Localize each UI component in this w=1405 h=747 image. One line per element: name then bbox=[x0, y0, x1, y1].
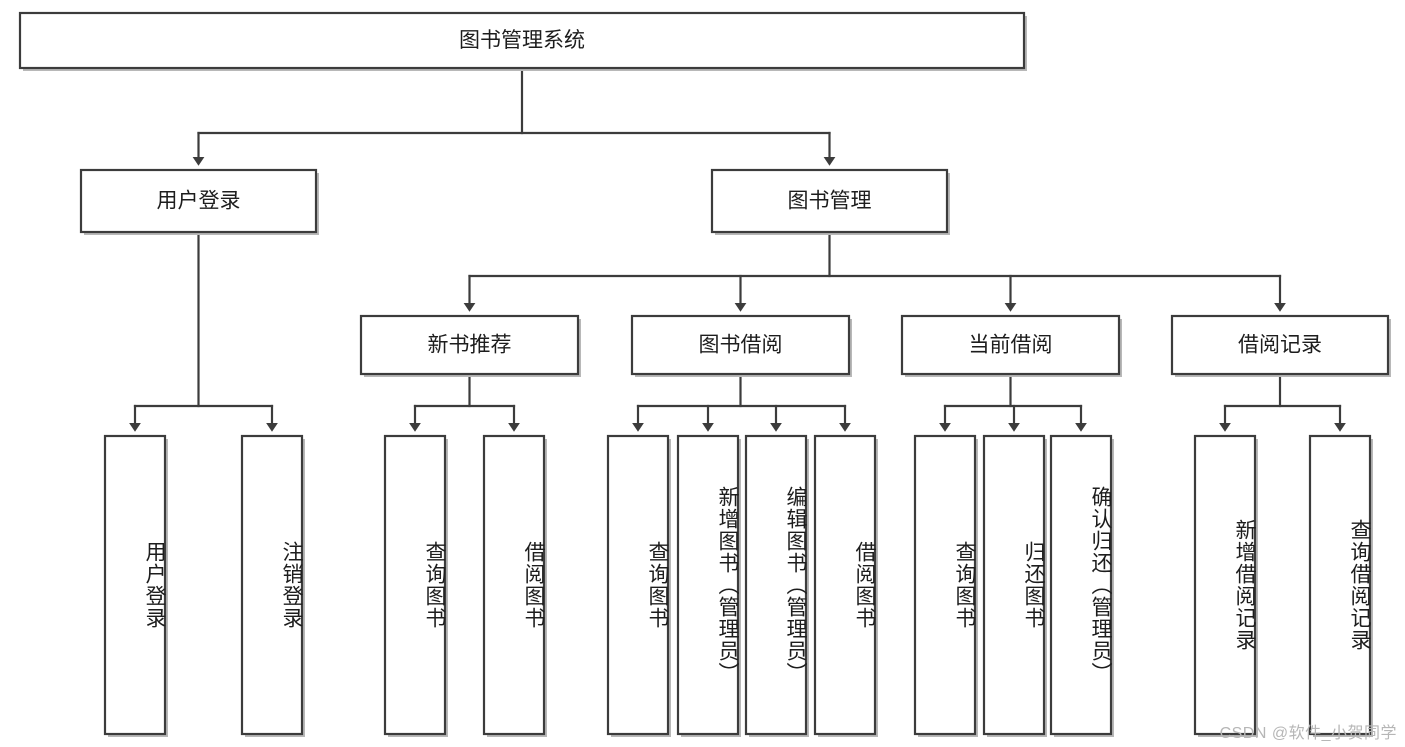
node-leaf-query-book-3[interactable] bbox=[913, 434, 978, 737]
node-leaf-query-record[interactable] bbox=[1308, 434, 1373, 737]
connector-group-book-manage bbox=[463, 230, 1286, 312]
node-box[interactable] bbox=[240, 434, 304, 736]
connector-group-book-borrow bbox=[632, 372, 851, 432]
node-box[interactable] bbox=[103, 434, 167, 736]
node-box[interactable] bbox=[1049, 434, 1113, 736]
node-label: 图书管理系统 bbox=[459, 29, 585, 52]
connector-group-root bbox=[192, 66, 836, 166]
node-root[interactable]: 图书管理系统 bbox=[18, 11, 1027, 71]
node-box[interactable] bbox=[1170, 314, 1390, 376]
node-leaf-query-book-1[interactable] bbox=[383, 434, 448, 737]
node-box[interactable] bbox=[982, 434, 1046, 736]
node-label: 图书借阅 bbox=[699, 334, 783, 357]
node-box[interactable] bbox=[79, 168, 318, 234]
node-user-login[interactable]: 用户登录 bbox=[79, 168, 319, 235]
node-box[interactable] bbox=[900, 314, 1121, 376]
node-label: 当前借阅 bbox=[969, 334, 1053, 357]
node-box[interactable] bbox=[744, 434, 808, 736]
node-box[interactable] bbox=[813, 434, 877, 736]
node-current-borrow[interactable]: 当前借阅 bbox=[900, 314, 1122, 377]
node-label: 用户登录 bbox=[157, 190, 241, 213]
node-box[interactable] bbox=[359, 314, 580, 376]
edges-layer bbox=[129, 66, 1346, 432]
node-leaf-user-login[interactable] bbox=[103, 434, 168, 737]
node-leaf-user-logout[interactable] bbox=[240, 434, 305, 737]
node-leaf-borrow-book-1[interactable] bbox=[482, 434, 547, 737]
node-box[interactable] bbox=[676, 434, 740, 736]
node-leaf-add-record[interactable] bbox=[1193, 434, 1258, 737]
connector-group-user-login bbox=[129, 230, 278, 432]
node-leaf-query-book-2[interactable] bbox=[606, 434, 671, 737]
node-leaf-confirm-return[interactable] bbox=[1049, 434, 1114, 737]
connector-group-current-borrow bbox=[939, 372, 1087, 432]
node-box[interactable] bbox=[1193, 434, 1257, 736]
node-box[interactable] bbox=[606, 434, 670, 736]
node-book-manage[interactable]: 图书管理 bbox=[710, 168, 950, 235]
node-box[interactable] bbox=[913, 434, 977, 736]
node-leaf-edit-book[interactable] bbox=[744, 434, 809, 737]
watermark-label: CSDN @软件_小贺同学 bbox=[1219, 725, 1397, 742]
node-label: 图书管理 bbox=[788, 190, 872, 213]
node-box[interactable] bbox=[630, 314, 851, 376]
connector-group-borrow-record bbox=[1219, 372, 1346, 432]
node-leaf-return-book[interactable] bbox=[982, 434, 1047, 737]
node-leaf-add-book[interactable] bbox=[676, 434, 741, 737]
node-label: 借阅记录 bbox=[1238, 334, 1322, 357]
connector-group-new-book-rec bbox=[409, 372, 520, 432]
node-box[interactable] bbox=[1308, 434, 1372, 736]
node-box[interactable] bbox=[383, 434, 447, 736]
node-new-book-rec[interactable]: 新书推荐 bbox=[359, 314, 581, 377]
node-leaf-borrow-book-2[interactable] bbox=[813, 434, 878, 737]
node-borrow-record[interactable]: 借阅记录 bbox=[1170, 314, 1391, 377]
node-label: 新书推荐 bbox=[428, 334, 512, 357]
node-box[interactable] bbox=[710, 168, 949, 234]
node-book-borrow[interactable]: 图书借阅 bbox=[630, 314, 852, 377]
node-box[interactable] bbox=[18, 11, 1026, 70]
node-box[interactable] bbox=[482, 434, 546, 736]
